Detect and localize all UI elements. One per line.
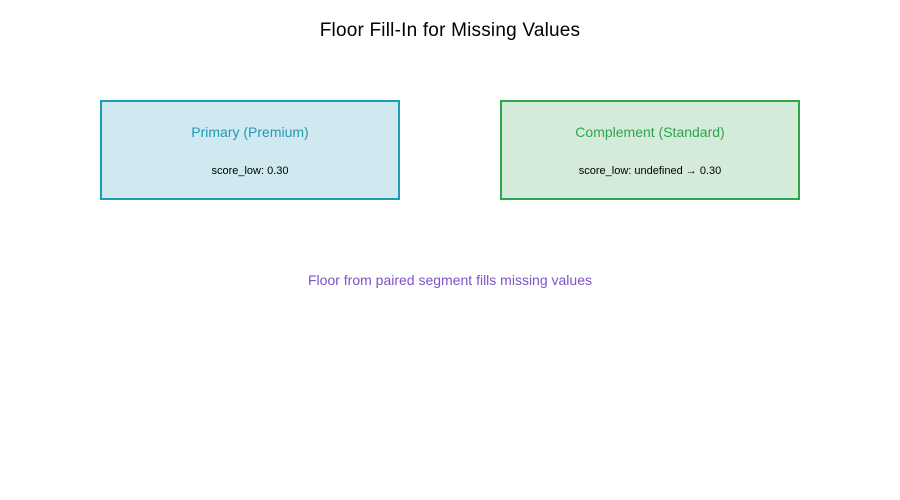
page-title: Floor Fill-In for Missing Values — [319, 20, 581, 41]
complement-segment-title: Complement (Standard) — [575, 124, 725, 140]
complement-segment-box: Complement (Standard) score_low: undefin… — [500, 100, 800, 200]
complement-segment-detail: score_low: undefined → 0.30 — [578, 165, 722, 177]
primary-segment-box: Primary (Premium) score_low: 0.30 — [100, 100, 400, 200]
primary-segment-detail: score_low: 0.30 — [211, 165, 289, 177]
primary-segment-title: Primary (Premium) — [191, 124, 309, 140]
annotation-note: Floor from paired segment fills missing … — [308, 272, 592, 288]
